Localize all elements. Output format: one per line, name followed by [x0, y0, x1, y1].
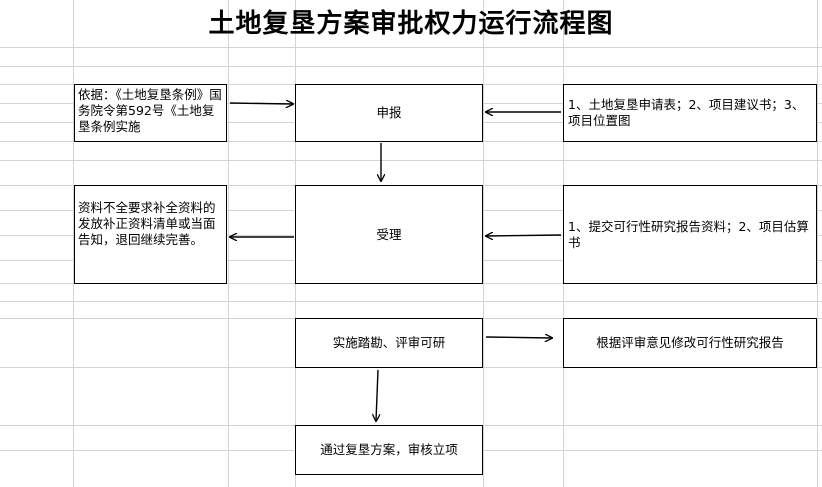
survey-box: 实施踏勘、评审可研: [295, 318, 483, 368]
accept-box: 受理: [295, 185, 483, 284]
approve-label: 通过复垦方案，审核立项: [320, 442, 458, 457]
apply-label: 申报: [376, 105, 402, 120]
revise-label: 根据评审意见修改可行性研究报告: [596, 335, 784, 350]
incomplete-text: 资料不全要求补全资料的发放补正资料清单或当面告知，退回继续完善。: [78, 200, 216, 247]
basis-text: 依据：《土地复垦条例》国务院令第592号《土地复垦条例实施: [78, 87, 222, 134]
approve-box: 通过复垦方案，审核立项: [295, 425, 483, 475]
incomplete-box: 资料不全要求补全资料的发放补正资料清单或当面告知，退回继续完善。: [74, 185, 227, 284]
basis-box: 依据：《土地复垦条例》国务院令第592号《土地复垦条例实施: [74, 84, 227, 142]
accept-materials-text: 1、提交可行性研究报告资料；2、项目估算书: [568, 218, 809, 250]
revise-box: 根据评审意见修改可行性研究报告: [563, 318, 817, 368]
apply-box: 申报: [295, 84, 483, 142]
survey-label: 实施踏勘、评审可研: [332, 335, 446, 350]
diagram-title: 土地复垦方案审批权力运行流程图: [208, 9, 614, 39]
accept-materials-box: 1、提交可行性研究报告资料；2、项目估算书: [563, 185, 817, 284]
apply-materials-box: 1、土地复垦申请表；2、项目建议书；3、项目位置图: [563, 84, 817, 142]
apply-materials-text: 1、土地复垦申请表；2、项目建议书；3、项目位置图: [568, 97, 805, 128]
accept-label: 受理: [376, 226, 402, 242]
